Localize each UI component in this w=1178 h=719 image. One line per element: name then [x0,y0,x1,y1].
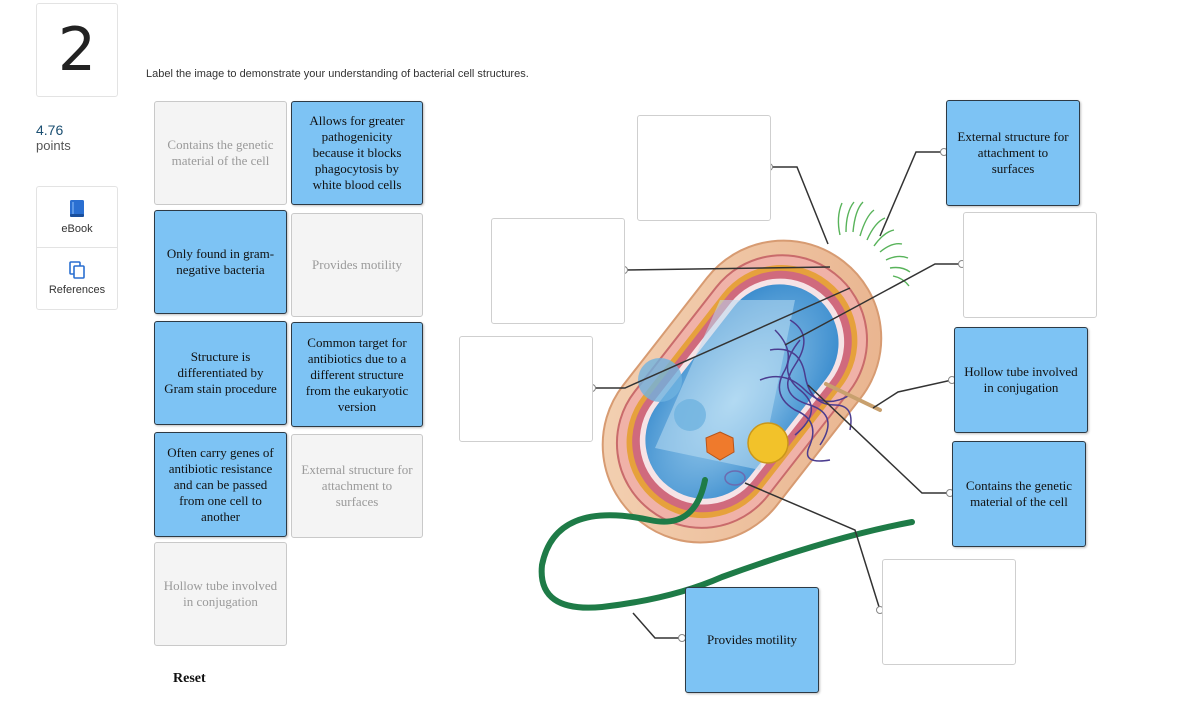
placed-label-flagellum[interactable]: Provides motility [685,587,819,693]
bank-label-cell-wall[interactable]: Structure is differentiated by Gram stai… [154,321,287,425]
storage-granule [747,422,789,464]
tools-panel: eBook References [36,186,118,310]
bank-label-plasmid[interactable]: Often carry genes of antibiotic resistan… [154,432,287,537]
leader-lines [592,151,962,639]
bank-label-hollow-tube[interactable]: Hollow tube involved in conjugation [154,542,287,646]
points-value: 4.76 [36,122,64,138]
drop-zone-bottom-right[interactable] [882,559,1016,665]
references-button[interactable]: References [37,247,117,308]
question-number: 2 [36,3,118,97]
flagellum [538,477,915,611]
references-label: References [48,284,106,296]
drop-zone-left[interactable] [459,336,593,442]
placed-label-nucleoid[interactable]: Contains the genetic material of the cel… [952,441,1086,547]
placed-label-fimbriae[interactable]: External structure for attachment to sur… [946,100,1080,206]
drop-zone-top[interactable] [637,115,771,221]
bank-label-genetic-material[interactable]: Contains the genetic material of the cel… [154,101,287,205]
bank-label-outer-membrane[interactable]: Only found in gram-negative bacteria [154,210,287,314]
pilus [824,382,882,412]
drop-zone-upper-left[interactable] [491,218,625,324]
inclusion-granule [705,431,735,461]
bank-label-ribosome[interactable]: Common target for antibiotics due to a d… [291,322,423,427]
nucleoid-dna [759,319,852,462]
ebook-button[interactable]: eBook [37,187,117,247]
instruction-text: Label the image to demonstrate your unde… [146,68,529,80]
drop-zone-upper-right[interactable] [963,212,1097,318]
bank-label-motility[interactable]: Provides motility [291,213,423,317]
bank-label-attachment[interactable]: External structure for attachment to sur… [291,434,423,538]
points-label: points [36,138,71,153]
bank-label-capsule[interactable]: Allows for greater pathogenicity because… [291,101,423,205]
ebook-label: eBook [61,223,93,235]
fimbriae [837,201,911,287]
plasmid-ring [724,470,746,486]
points-panel: 4.76 points [36,122,116,153]
book-icon [70,200,84,217]
references-icon [69,261,85,279]
reset-button[interactable]: Reset [173,671,206,686]
placed-label-pilus[interactable]: Hollow tube involved in conjugation [954,327,1088,433]
